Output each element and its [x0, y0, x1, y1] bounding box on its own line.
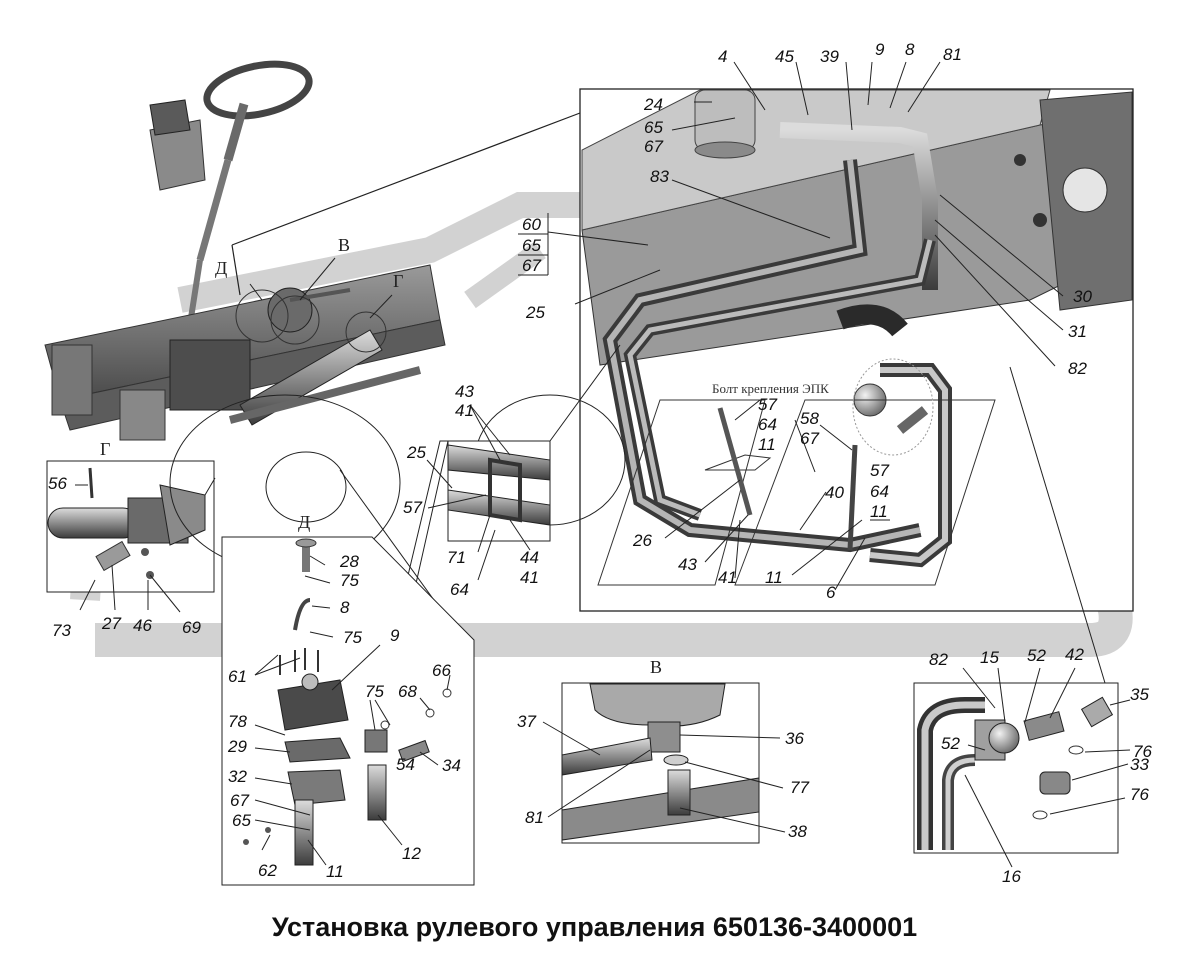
callout-c8b: 8: [340, 598, 350, 617]
callout-c67b: 67: [522, 256, 541, 275]
callout-c11d: 11: [326, 862, 344, 881]
view-v-label: В: [650, 657, 662, 677]
callout-c64c: 64: [450, 580, 469, 599]
epk-bolt-annotation: Болт крепления ЭПК: [712, 381, 829, 396]
callout-c43b: 43: [678, 555, 697, 574]
callout-c42: 42: [1065, 645, 1084, 664]
callout-c66: 66: [432, 661, 451, 680]
overall-assembly-view: Д В Г: [45, 56, 580, 440]
callout-c81b: 81: [525, 808, 544, 827]
callout-c82a: 82: [1068, 359, 1087, 378]
page-title: Установка рулевого управления 650136-340…: [0, 912, 1189, 943]
view-label-g-overall: Г: [393, 271, 403, 291]
callout-c57a: 57: [758, 395, 777, 414]
callout-c46: 46: [133, 616, 152, 635]
callout-c64a: 64: [758, 415, 777, 434]
callout-c24: 24: [643, 95, 663, 114]
callout-c27: 27: [101, 614, 121, 633]
callout-c12: 12: [402, 844, 421, 863]
steering-wheel: [202, 56, 314, 125]
callout-c4: 4: [718, 47, 727, 66]
steering-gear: [170, 340, 250, 410]
callout-c75a: 75: [340, 571, 359, 590]
callout-c56: 56: [48, 474, 67, 493]
callout-c58: 58: [800, 409, 819, 428]
callout-c54: 54: [396, 755, 415, 774]
callout-c67d: 67: [230, 791, 249, 810]
callout-c69: 69: [182, 618, 201, 637]
view-d-label: Д: [298, 512, 310, 532]
callout-c67a: 67: [644, 137, 663, 156]
callout-c52b: 52: [941, 734, 960, 753]
callout-c41c: 41: [520, 568, 539, 587]
view-g: Г: [47, 439, 215, 612]
view-v: В: [543, 657, 785, 843]
callout-c65a: 65: [644, 118, 663, 137]
callout-c71: 71: [447, 548, 466, 567]
callout-c62: 62: [258, 861, 277, 880]
callout-c78: 78: [228, 712, 247, 731]
callout-c39: 39: [820, 47, 839, 66]
callout-c75c: 75: [365, 682, 384, 701]
callout-c40: 40: [825, 483, 844, 502]
callout-c75b: 75: [343, 628, 362, 647]
callout-c73: 73: [52, 621, 71, 640]
callout-c9a: 9: [875, 40, 885, 59]
view-g-label: Г: [100, 439, 110, 459]
callout-c25b: 25: [406, 443, 426, 462]
callout-c45: 45: [775, 47, 794, 66]
callout-c33: 33: [1130, 755, 1149, 774]
callout-c81a: 81: [943, 45, 962, 64]
callout-c44: 44: [520, 548, 539, 567]
callout-c37: 37: [517, 712, 536, 731]
callout-c6: 6: [826, 583, 836, 602]
callout-c65b: 65: [522, 236, 541, 255]
callout-c30: 30: [1073, 287, 1092, 306]
callout-c64b: 64: [870, 482, 889, 501]
callout-c41a: 41: [455, 401, 474, 420]
callout-c82b: 82: [929, 650, 948, 669]
callout-c65c: 65: [232, 811, 251, 830]
callout-c26: 26: [632, 531, 652, 550]
callout-c57c: 57: [403, 498, 422, 517]
callout-c11b: 11: [870, 502, 888, 521]
callout-c11a: 11: [758, 435, 776, 454]
callout-c68: 68: [398, 682, 417, 701]
callout-c77: 77: [790, 778, 809, 797]
callout-c38: 38: [788, 822, 807, 841]
callout-c15: 15: [980, 648, 999, 667]
callout-c11c: 11: [765, 568, 783, 587]
callout-c83: 83: [650, 167, 669, 186]
callout-c43a: 43: [455, 382, 474, 401]
callout-c32: 32: [228, 767, 247, 786]
callout-c8a: 8: [905, 40, 915, 59]
callout-c67c: 67: [800, 429, 819, 448]
callout-c31: 31: [1068, 322, 1087, 341]
callout-c9b: 9: [390, 626, 400, 645]
callout-c25a: 25: [525, 303, 545, 322]
callout-c36: 36: [785, 729, 804, 748]
main-detail-view: Болт крепления ЭПК: [548, 62, 1133, 611]
callout-c16: 16: [1002, 867, 1021, 886]
view-label-v-overall: В: [338, 235, 350, 255]
callout-c29: 29: [227, 737, 247, 756]
callout-c34: 34: [442, 756, 461, 775]
callout-c57b: 57: [870, 461, 889, 480]
callout-c61: 61: [228, 667, 247, 686]
callout-c60: 60: [522, 215, 541, 234]
callout-c35: 35: [1130, 685, 1149, 704]
callout-c41b: 41: [718, 568, 737, 587]
callout-c76b: 76: [1130, 785, 1149, 804]
view-label-d-overall: Д: [215, 258, 227, 278]
callout-c28: 28: [339, 552, 359, 571]
callout-c52a: 52: [1027, 646, 1046, 665]
